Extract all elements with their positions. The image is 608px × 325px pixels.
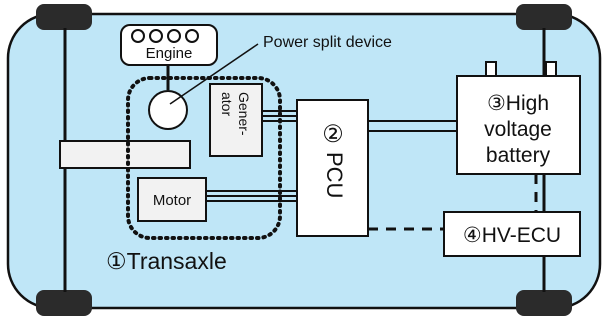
motor-label: Motor bbox=[153, 192, 191, 209]
pcu-number: ② bbox=[322, 121, 344, 148]
power-split-leader bbox=[169, 43, 259, 105]
generator-label-line2: ator bbox=[219, 92, 235, 116]
transaxle-outline bbox=[126, 76, 282, 240]
tire-rear-right bbox=[516, 290, 572, 316]
battery-label-line1: ③High bbox=[487, 92, 549, 115]
tire-front-right bbox=[36, 290, 92, 316]
pcu: ② PCU bbox=[296, 99, 369, 237]
engine-label: Engine bbox=[146, 45, 193, 62]
hv-ecu-label: ④HV-ECU bbox=[463, 224, 561, 247]
drive-shaft bbox=[59, 140, 191, 169]
tire-rear-left bbox=[516, 4, 572, 30]
transaxle-label: ①Transaxle bbox=[106, 248, 227, 274]
high-voltage-battery: ③High voltage battery bbox=[456, 61, 581, 175]
power-split-device bbox=[148, 90, 188, 130]
generator: Gener- ator bbox=[209, 83, 263, 157]
motor: Motor bbox=[137, 177, 207, 222]
battery-label-line2: voltage bbox=[484, 118, 552, 141]
pcu-label: PCU bbox=[322, 152, 347, 198]
tire-front-left bbox=[36, 4, 92, 30]
hv-ecu: ④HV-ECU bbox=[443, 211, 581, 257]
battery-label-line3: battery bbox=[486, 144, 551, 167]
generator-label-line1: Gener- bbox=[236, 92, 252, 136]
engine: Engine bbox=[120, 24, 218, 66]
control-lines bbox=[368, 174, 538, 231]
power-split-device-label: Power split device bbox=[263, 34, 392, 51]
